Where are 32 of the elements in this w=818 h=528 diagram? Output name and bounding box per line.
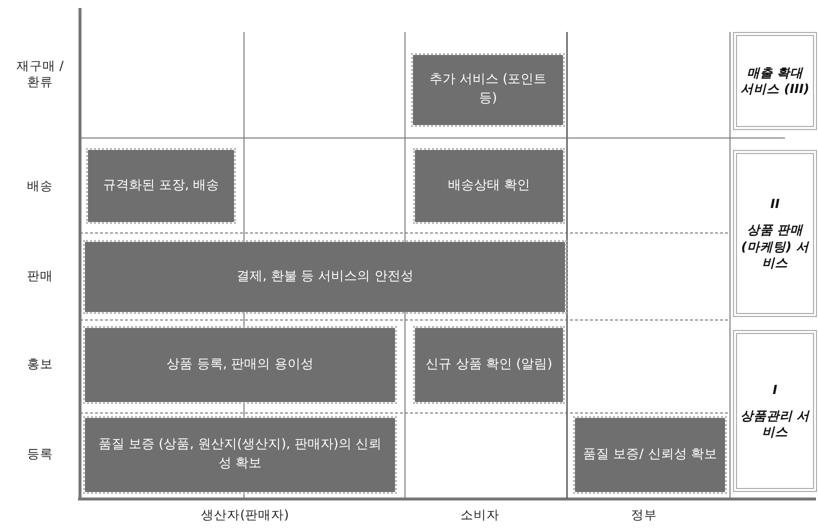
service-box xyxy=(88,150,234,222)
box-text: 결제, 환불 등 서비스의 안전성 xyxy=(236,268,414,286)
box-text: I xyxy=(772,382,778,398)
box-text: 추가 서비스 (포인트 등) xyxy=(428,71,548,108)
category-box xyxy=(733,150,817,317)
column-label: 정부 xyxy=(630,507,658,524)
category-box xyxy=(733,330,817,492)
row-label: 재구매 / 환류 xyxy=(15,58,65,90)
box-text: 배송상태 확인 xyxy=(448,176,530,195)
service-box xyxy=(85,418,395,492)
row-label: 홍보 xyxy=(26,356,54,372)
service-box xyxy=(415,328,563,402)
box-text: 품질 보증/ 신뢰성 확보 xyxy=(583,446,717,464)
box-text: 상품관리 서비스 xyxy=(740,408,810,440)
box-text: 규격화된 포장, 배송 xyxy=(102,176,220,195)
service-box xyxy=(575,418,725,492)
column-label: 생산자(판매자) xyxy=(200,507,290,524)
box-text: 상품 판매 (마케팅) 서비스 xyxy=(740,222,810,271)
category-box xyxy=(733,32,817,130)
row-label: 배송 xyxy=(26,178,54,194)
row-label: 등록 xyxy=(26,446,54,462)
box-text: 상품 등록, 판매의 용이성 xyxy=(166,356,314,374)
box-text: 품질 보증 (상품, 원산지(생산지), 판매자)의 신뢰성 확보 xyxy=(97,436,383,473)
box-text: 매출 확대 서비스 (III) xyxy=(740,64,810,98)
service-box xyxy=(413,55,563,125)
column-label: 소비자 xyxy=(460,507,500,524)
box-text: II xyxy=(770,196,780,212)
service-box xyxy=(415,150,563,222)
box-text: 신규 상품 확인 (알림) xyxy=(426,356,552,374)
service-box xyxy=(85,328,395,402)
service-box xyxy=(85,242,565,312)
row-label: 판매 xyxy=(26,268,54,284)
